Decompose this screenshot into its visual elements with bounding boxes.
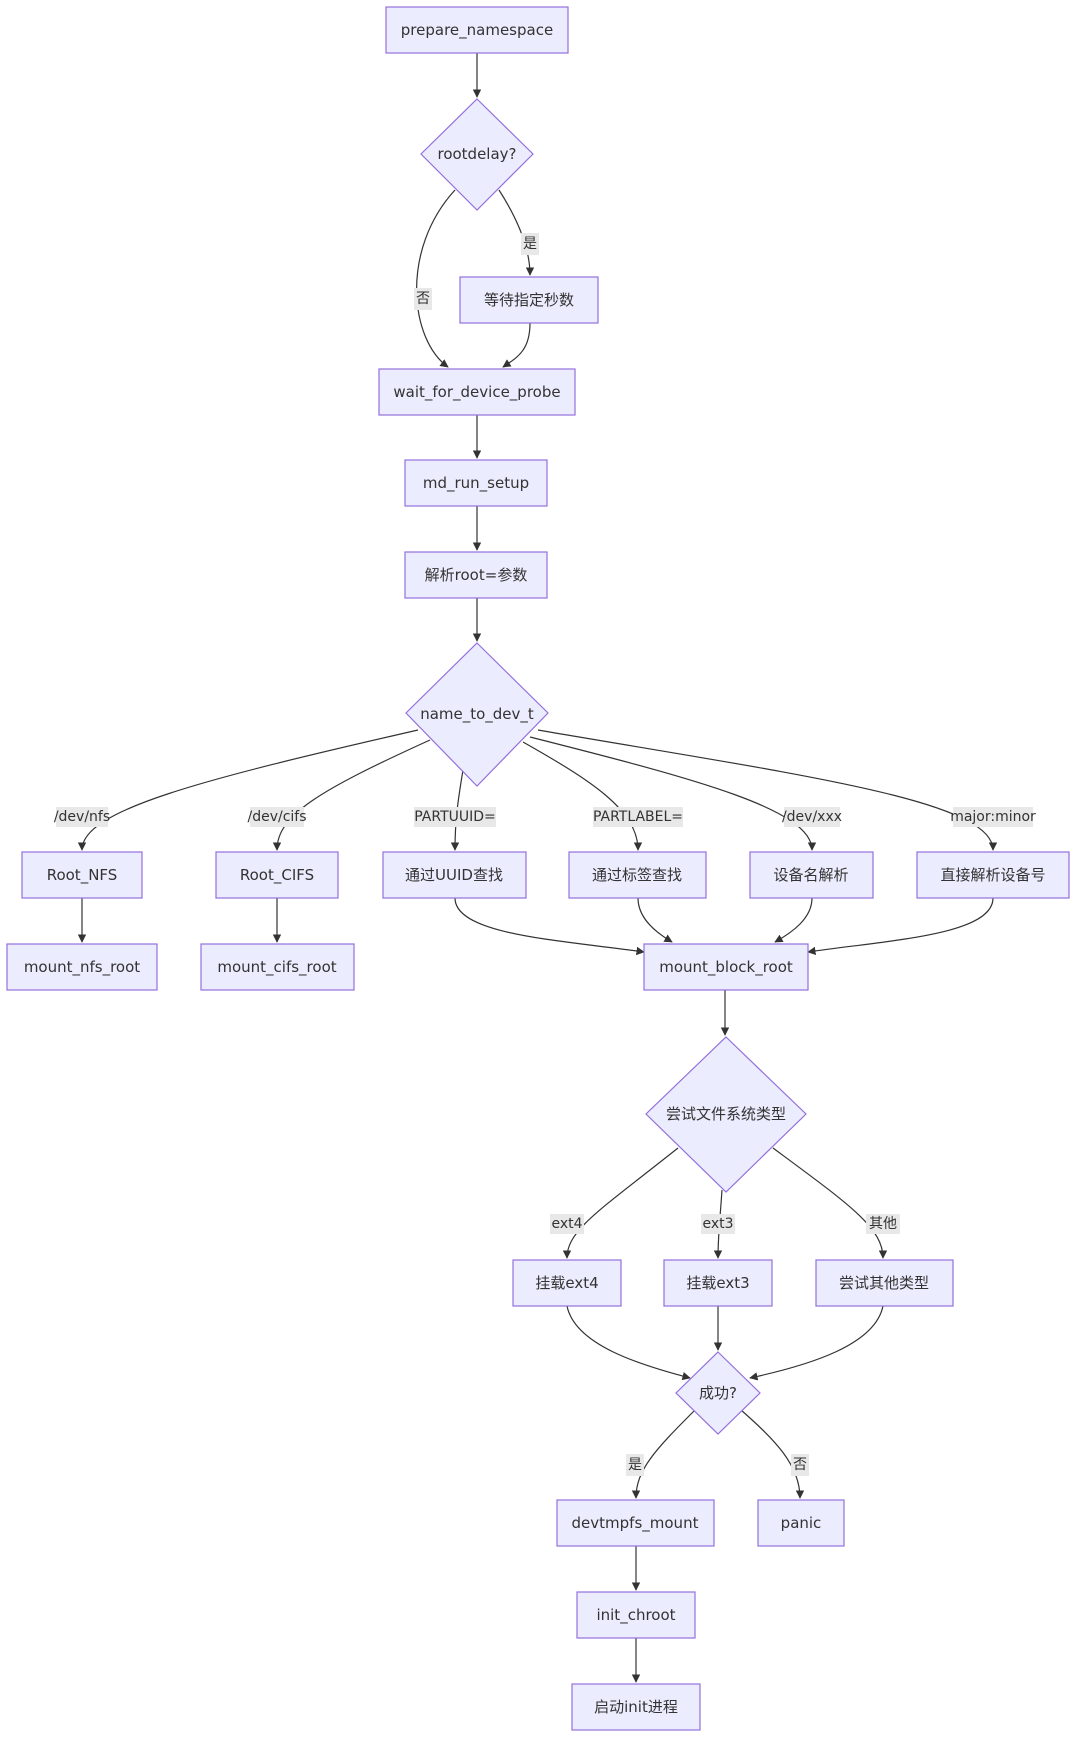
node-parse-devnum-label: 直接解析设备号	[940, 866, 1045, 884]
label-rootdelay-no: 否	[416, 291, 430, 307]
node-name-to-dev-t-decision: name_to_dev_t	[405, 642, 549, 787]
node-root-cifs: Root_CIFS	[215, 851, 339, 899]
label-success-yes: 是	[628, 1457, 642, 1473]
edge-success-yes	[631, 1409, 696, 1499]
node-wait-for-device-probe: wait_for_device_probe	[378, 368, 576, 416]
node-mount-ext3: 挂载ext3	[663, 1259, 773, 1307]
node-prepare-namespace: prepare_namespace	[385, 6, 569, 54]
edge-label-to-block	[637, 897, 673, 943]
node-mount-ext4-label: 挂载ext4	[535, 1274, 598, 1292]
node-mount-ext4: 挂载ext4	[512, 1259, 622, 1307]
edge-wait-to-probe	[502, 322, 531, 368]
node-find-label: 通过标签查找	[568, 851, 707, 899]
edge-name-to-cifs	[272, 739, 431, 851]
edge-name-to-devxxx	[529, 736, 817, 851]
node-wait-seconds-label: 等待指定秒数	[484, 291, 574, 309]
node-find-label-label: 通过标签查找	[592, 866, 682, 884]
node-try-other: 尝试其他类型	[815, 1259, 954, 1307]
node-try-fs-type-label: 尝试文件系统类型	[666, 1105, 786, 1123]
node-success-decision: 成功?	[675, 1351, 761, 1435]
node-md-run-setup: md_run_setup	[404, 459, 548, 507]
label-ext4: ext4	[551, 1216, 582, 1232]
node-wait-seconds: 等待指定秒数	[459, 276, 599, 324]
edge-majmin-to-block	[807, 897, 994, 956]
node-init-chroot-label: init_chroot	[596, 1606, 675, 1625]
node-mount-ext3-label: 挂载ext3	[686, 1274, 749, 1292]
label-rootdelay-yes: 是	[523, 236, 537, 252]
node-rootdelay-decision: rootdelay?	[420, 98, 534, 211]
edge-tryfs-other	[772, 1147, 888, 1259]
label-major-minor: major:minor	[950, 809, 1036, 825]
edge-name-to-nfs	[77, 729, 419, 851]
edge-name-to-label	[522, 741, 643, 851]
edge-devxxx-to-block	[774, 897, 813, 943]
node-parse-root-label: 解析root=参数	[425, 566, 528, 584]
node-md-run-setup-label: md_run_setup	[423, 474, 529, 493]
node-panic: panic	[757, 1499, 845, 1547]
node-try-fs-type-decision: 尝试文件系统类型	[645, 1036, 807, 1193]
edge-name-to-majmin	[537, 729, 998, 851]
node-find-uuid: 通过UUID查找	[382, 851, 527, 899]
node-devtmpfs-mount: devtmpfs_mount	[556, 1499, 715, 1547]
label-dev-cifs: /dev/cifs	[247, 809, 306, 825]
edge-ext4-to-success	[566, 1305, 691, 1381]
node-success-label: 成功?	[699, 1384, 737, 1402]
node-prepare-namespace-label: prepare_namespace	[401, 21, 553, 40]
node-devname-parse: 设备名解析	[749, 851, 874, 899]
edge-tryfs-ext4	[562, 1147, 679, 1259]
label-dev-xxx: /dev/xxx	[782, 809, 842, 825]
label-ext3: ext3	[702, 1216, 733, 1232]
label-partlabel: PARTLABEL=	[593, 809, 683, 825]
label-partuuid: PARTUUID=	[414, 809, 496, 825]
node-start-init: 启动init进程	[571, 1683, 701, 1731]
node-find-uuid-label: 通过UUID查找	[405, 866, 503, 884]
node-start-init-label: 启动init进程	[594, 1698, 678, 1716]
node-rootdelay-label: rootdelay?	[437, 145, 516, 163]
node-devname-parse-label: 设备名解析	[773, 866, 848, 884]
node-root-nfs: Root_NFS	[21, 851, 143, 899]
label-dev-nfs: /dev/nfs	[54, 809, 110, 825]
node-name-to-dev-t-label: name_to_dev_t	[420, 705, 534, 724]
node-init-chroot: init_chroot	[576, 1591, 696, 1639]
node-root-nfs-label: Root_NFS	[47, 866, 118, 885]
edge-rootdelay-yes	[498, 189, 535, 276]
node-mount-block-root-label: mount_block_root	[659, 958, 793, 977]
node-root-cifs-label: Root_CIFS	[240, 866, 314, 885]
edge-rootdelay-no	[416, 189, 456, 368]
node-panic-label: panic	[781, 1514, 822, 1532]
edge-uuid-to-block	[454, 897, 645, 956]
node-parse-root: 解析root=参数	[404, 551, 548, 599]
node-parse-devnum: 直接解析设备号	[916, 851, 1070, 899]
label-success-no: 否	[793, 1457, 807, 1473]
node-wait-for-device-probe-label: wait_for_device_probe	[393, 383, 560, 402]
node-mount-block-root: mount_block_root	[643, 943, 809, 991]
node-mount-nfs-root-label: mount_nfs_root	[24, 958, 140, 977]
edge-other-to-success	[749, 1305, 884, 1381]
node-mount-cifs-root-label: mount_cifs_root	[217, 958, 336, 977]
label-other: 其他	[869, 1216, 897, 1232]
edge-success-no	[740, 1409, 805, 1499]
node-devtmpfs-mount-label: devtmpfs_mount	[572, 1514, 699, 1533]
node-try-other-label: 尝试其他类型	[839, 1274, 929, 1292]
node-mount-cifs-root: mount_cifs_root	[200, 943, 355, 991]
node-mount-nfs-root: mount_nfs_root	[6, 943, 158, 991]
